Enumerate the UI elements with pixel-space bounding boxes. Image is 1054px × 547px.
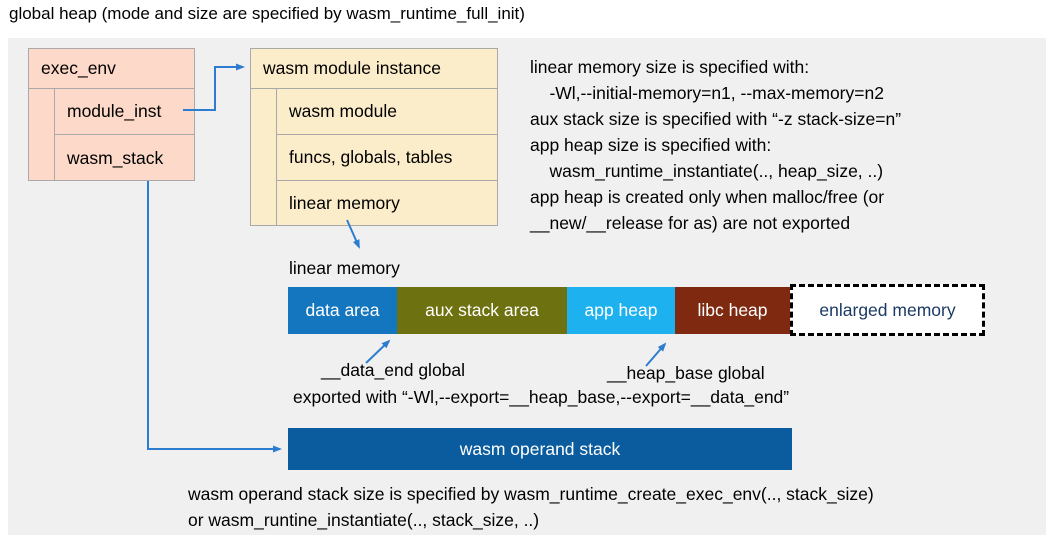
segment-libc-heap: libc heap [675, 287, 790, 334]
linear-memory-bar: data area aux stack area app heap libc h… [288, 287, 790, 334]
segment-enlarged-memory: enlarged memory [790, 284, 985, 336]
wasm-operand-stack-bar: wasm operand stack [288, 428, 792, 470]
segment-aux-stack-area: aux stack area [397, 287, 567, 334]
diagram-title: global heap (mode and size are specified… [9, 4, 525, 23]
module-instance-row-funcs-globals-tables: funcs, globals, tables [277, 135, 497, 181]
note-line: app heap size is specified with: [530, 135, 772, 155]
module-instance-row-linear-memory: linear memory [289, 193, 400, 213]
module-instance-row-wasm-module: wasm module [277, 89, 497, 135]
heap-base-global-label: __heap_base global [607, 363, 765, 383]
data-end-global-label: __data_end global [321, 360, 466, 380]
note-line: linear memory size is specified with: [530, 57, 810, 77]
note-line: __new/__release for as) are not exported [530, 213, 851, 233]
exec-env-row-wasm-stack: wasm_stack [67, 147, 164, 168]
note-line: -Wl,--initial-memory=n1, --max-memory=n2 [530, 83, 884, 103]
segment-data-area: data area [288, 287, 397, 334]
operand-stack-notes: wasm operand stack size is specified by … [188, 481, 874, 533]
note-line: or wasm_runtine_instantiate(.., stack_si… [188, 510, 540, 530]
module-instance-box: wasm module instance wasm module funcs, … [250, 48, 498, 226]
linear-memory-label: linear memory [289, 258, 400, 278]
module-instance-title: wasm module instance [251, 49, 497, 89]
note-line: wasm operand stack size is specified by … [188, 484, 874, 504]
segment-app-heap: app heap [567, 287, 675, 334]
exec-env-title: exec_env [29, 49, 194, 89]
note-line: app heap is created only when malloc/fre… [530, 187, 885, 207]
exec-env-row-module-inst: module_inst [55, 89, 194, 135]
note-line: wasm_runtime_instantiate(.., heap_size, … [530, 161, 884, 181]
linear-memory-notes: linear memory size is specified with: -W… [530, 54, 1035, 236]
exported-flags-label: exported with “-Wl,--export=__heap_base,… [293, 387, 790, 407]
note-line: aux stack size is specified with “-z sta… [530, 109, 902, 129]
exec-env-box: exec_env module_inst wasm_stack [28, 48, 195, 181]
